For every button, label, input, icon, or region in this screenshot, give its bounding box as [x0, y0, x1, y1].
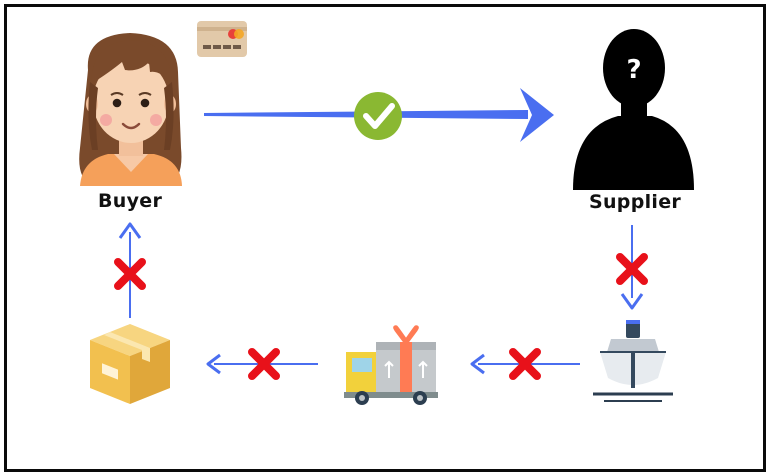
package-box-icon — [90, 324, 170, 404]
red-x-icon — [509, 348, 541, 380]
supplier-avatar — [573, 29, 694, 190]
red-x-icon — [616, 253, 648, 285]
ship-icon — [593, 320, 673, 402]
supplier-label: Supplier — [589, 191, 682, 213]
arrow-supplier-to-shipping — [620, 225, 644, 310]
buyer-label: Buyer — [98, 190, 163, 212]
buyer-avatar — [79, 33, 182, 186]
red-x-icon — [248, 348, 280, 380]
red-x-icon — [114, 258, 146, 290]
green-check-icon — [354, 92, 402, 140]
credit-card-icon — [197, 21, 247, 57]
delivery-truck-icon — [344, 325, 438, 405]
supplier-unknown-mark: ? — [626, 55, 641, 85]
